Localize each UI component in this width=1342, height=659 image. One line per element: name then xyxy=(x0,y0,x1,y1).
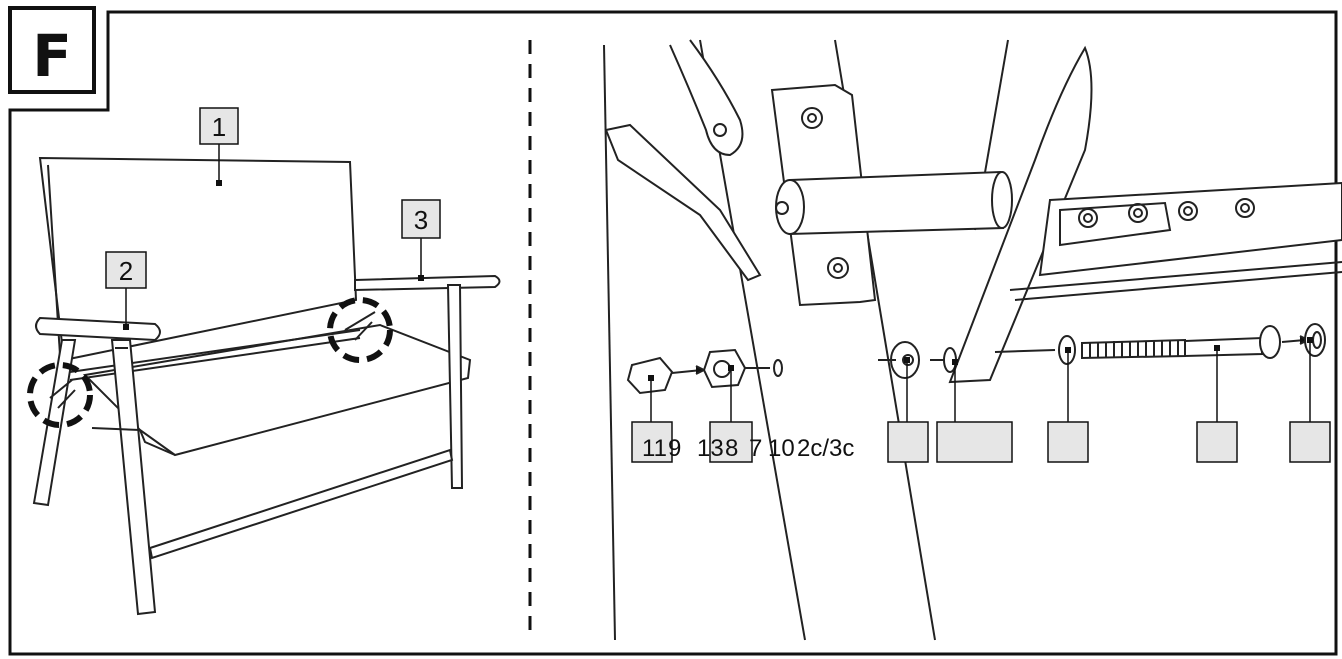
svg-text:3: 3 xyxy=(414,205,428,235)
part-numbers: 11 9 13 8 7 10 2c/3c xyxy=(642,435,854,462)
part-box-empty-5 xyxy=(1289,421,1331,463)
detail-circle-left xyxy=(27,362,93,428)
bolt-head xyxy=(1259,325,1281,359)
detail-circle-right xyxy=(327,297,393,363)
part-number-13: 13 xyxy=(697,435,724,462)
part-box-nut xyxy=(631,421,673,463)
part-box-empty-4 xyxy=(1196,421,1238,463)
hinge-detail xyxy=(603,39,1342,641)
svg-text:2: 2 xyxy=(119,256,133,286)
upper-arm xyxy=(604,123,762,282)
bench-illustration xyxy=(27,156,501,616)
callout-3: 3 xyxy=(401,199,441,281)
part-number-11: 11 xyxy=(642,435,667,462)
part-label-boxes xyxy=(631,421,1331,463)
part-number-9: 9 xyxy=(668,435,681,462)
part-box-empty-3 xyxy=(1047,421,1089,463)
step-letter: F xyxy=(32,22,72,90)
diagram-frame xyxy=(8,10,1338,656)
part-number-7: 7 xyxy=(749,435,762,462)
svg-text:1: 1 xyxy=(212,112,226,142)
leader-lines xyxy=(650,340,1311,422)
callout-1: 1 xyxy=(199,107,239,186)
lock-nut xyxy=(702,348,747,389)
small-washer xyxy=(773,359,783,377)
callout-2: 2 xyxy=(105,251,147,330)
part-box-empty-1 xyxy=(887,421,929,463)
spacer-tube xyxy=(789,170,1005,236)
swing-arm xyxy=(948,45,1093,384)
left-armrest xyxy=(35,316,161,342)
step-badge: F xyxy=(8,6,96,94)
bolt-shank xyxy=(1184,336,1263,358)
leader-dots xyxy=(648,337,1313,381)
right-armrest xyxy=(354,274,501,292)
part-number-10: 10 xyxy=(768,435,795,462)
part-number-2c-3c: 2c/3c xyxy=(797,435,854,462)
part-box-lock-nut xyxy=(709,421,753,463)
part-number-8: 8 xyxy=(725,435,738,462)
part-box-empty-2 xyxy=(936,421,1013,463)
